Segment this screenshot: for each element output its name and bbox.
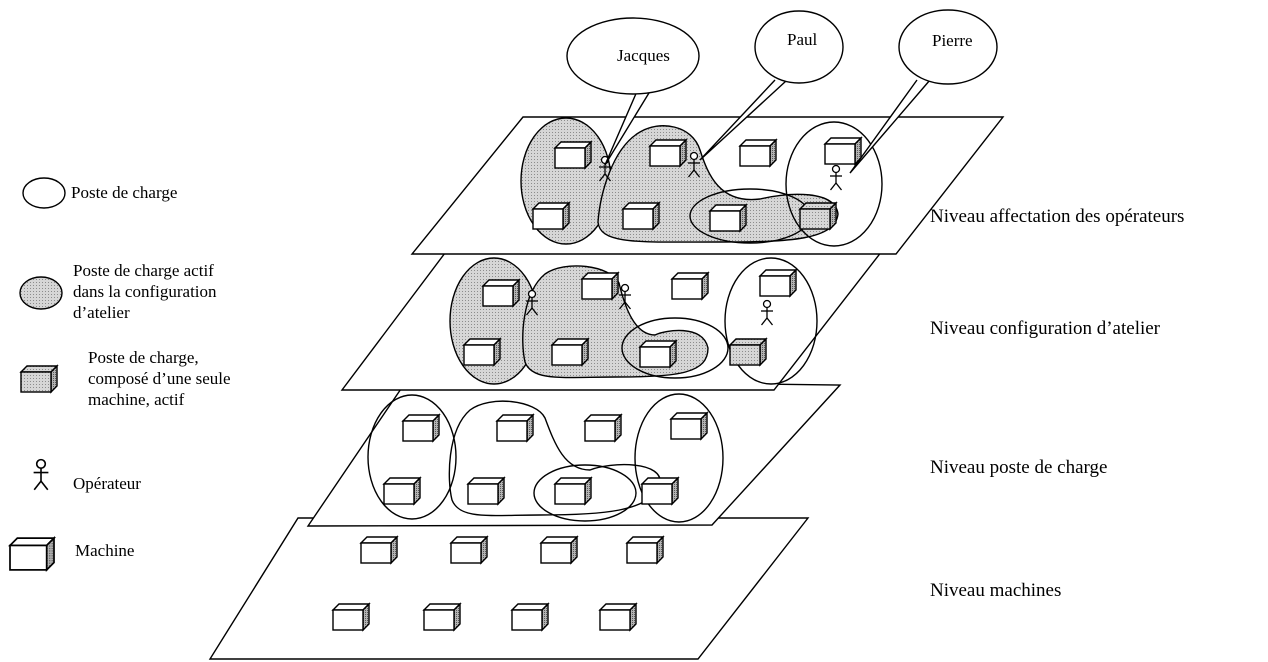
- operator-name-paul: Paul: [787, 30, 818, 49]
- level-workstation-plane: [306, 379, 842, 527]
- machineActive: [729, 338, 767, 366]
- workstation-outline: [448, 400, 661, 517]
- workstation-outline: [634, 393, 724, 523]
- machine: [759, 269, 797, 297]
- machine: [360, 536, 398, 564]
- callout-pointer: [699, 79, 787, 161]
- machine: [463, 338, 501, 366]
- machine: [622, 202, 660, 230]
- workstation-outline: [367, 394, 457, 520]
- machine: [540, 536, 578, 564]
- machine: [423, 603, 461, 631]
- callout-bubble-pierre: [898, 9, 998, 85]
- machine: [482, 279, 520, 307]
- level-label-workstation: Niveau poste de charge: [930, 457, 1107, 478]
- legend-active-machine-icon: [20, 365, 58, 393]
- level-label-configuration: Niveau configuration d’atelier: [930, 318, 1161, 339]
- machine: [511, 603, 549, 631]
- level-label-operators: Niveau affectation des opérateurs: [930, 206, 1184, 227]
- legend: Poste de charge Poste de charge actif da…: [9, 177, 235, 571]
- machine: [639, 340, 677, 368]
- machine: [599, 603, 637, 631]
- legend-operator-icon: [32, 458, 50, 491]
- operator-callouts: [566, 9, 998, 174]
- machine: [496, 414, 534, 442]
- machine: [332, 603, 370, 631]
- legend-active-workstation-symbol: [19, 276, 63, 310]
- machine: [554, 477, 592, 505]
- legend-workstation-symbol: [22, 177, 66, 209]
- machine: [584, 414, 622, 442]
- machine: [739, 139, 777, 167]
- machine: [641, 477, 679, 505]
- machineActive: [799, 202, 837, 230]
- level-machines-plane: [208, 517, 810, 660]
- level-configuration-plane: [340, 248, 884, 391]
- legend-active-workstation-label: Poste de charge actif dans la configurat…: [73, 261, 221, 322]
- legend-single-machine-label: Poste de charge, composé d’une seule mac…: [88, 348, 235, 409]
- callout-bubble-paul: [754, 10, 844, 84]
- machine: [824, 137, 862, 165]
- legend-machine-label: Machine: [75, 541, 134, 560]
- active-workstation-outline: [785, 121, 883, 247]
- operator-name-jacques: Jacques: [617, 46, 670, 65]
- machine: [670, 412, 708, 440]
- workstation-outline: [621, 317, 729, 379]
- operator-name-pierre: Pierre: [932, 31, 973, 50]
- machine: [581, 272, 619, 300]
- machine: [551, 338, 589, 366]
- active-workstation-outline: [724, 257, 818, 385]
- machine: [649, 139, 687, 167]
- machine: [383, 477, 421, 505]
- callout-bubble-jacques: [566, 17, 700, 95]
- callout-pointer: [604, 87, 653, 166]
- level-operators-plane: [410, 116, 1005, 255]
- legend-machine-icon: [9, 537, 55, 571]
- machine: [467, 477, 505, 505]
- workstation-outline: [533, 464, 637, 522]
- machine: [554, 141, 592, 169]
- callout-pointer: [849, 79, 931, 174]
- machine: [626, 536, 664, 564]
- legend-workstation-label: Poste de charge: [71, 183, 177, 202]
- machine: [402, 414, 440, 442]
- machine: [532, 202, 570, 230]
- machine: [709, 204, 747, 232]
- machine: [671, 272, 709, 300]
- legend-operator-label: Opérateur: [73, 474, 141, 493]
- level-label-machines: Niveau machines: [930, 580, 1061, 601]
- machine: [450, 536, 488, 564]
